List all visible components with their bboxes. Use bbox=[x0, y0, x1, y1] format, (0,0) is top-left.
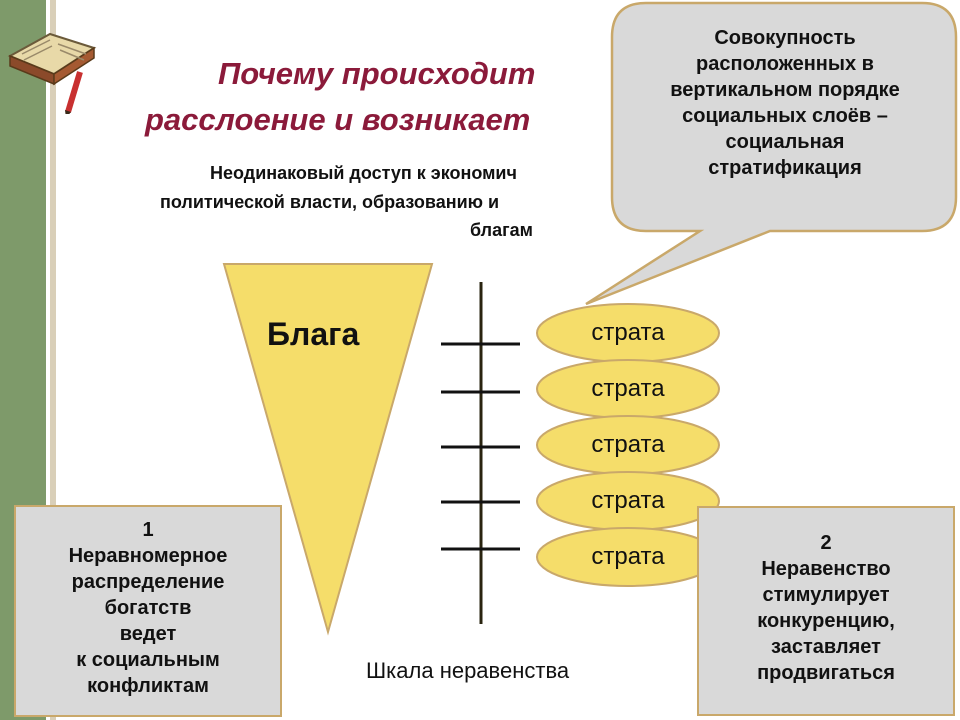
callout-bubble bbox=[585, 1, 958, 306]
box-line: конфликтам bbox=[87, 675, 209, 697]
callout-line: Совокупность bbox=[714, 27, 856, 49]
strata-label: страта bbox=[591, 375, 665, 402]
title-line-1: Почему происходит bbox=[218, 56, 536, 91]
subtitle-line-3: благам bbox=[470, 220, 533, 240]
strata-label: страта bbox=[591, 487, 665, 514]
title-line-2: расслоение и возникает bbox=[145, 102, 531, 137]
consequence-box-1: 1 Неравномерное распределение богатств в… bbox=[14, 505, 282, 717]
callout-line: расположенных в bbox=[696, 53, 874, 75]
book-icon bbox=[7, 32, 97, 114]
box-line: к социальным bbox=[76, 649, 220, 671]
subtitle-line-2: политической власти, образованию и bbox=[160, 192, 500, 212]
box-line: распределение bbox=[71, 571, 225, 593]
box-line: продвигаться bbox=[757, 662, 895, 684]
callout-line: социальная bbox=[725, 131, 845, 153]
box-number: 2 bbox=[820, 532, 832, 554]
callout-line: социальных слоёв – bbox=[682, 105, 888, 127]
box-line: ведет bbox=[119, 623, 177, 645]
strata-label: страта bbox=[591, 319, 665, 346]
callout-text: Совокупность расположенных в вертикально… bbox=[610, 25, 960, 181]
callout-line: стратификация bbox=[708, 157, 862, 179]
consequence-box-2: 2 Неравенство стимулирует конкуренцию, з… bbox=[697, 506, 955, 716]
left-decor-stripe bbox=[50, 0, 56, 720]
box-line: стимулирует bbox=[762, 584, 890, 606]
strata-label: страта bbox=[591, 431, 665, 458]
box-line: Неравномерное bbox=[68, 545, 228, 567]
box-line: богатств bbox=[104, 597, 192, 619]
box-line: конкуренцию, bbox=[757, 610, 895, 632]
inequality-scale-label: Шкала неравенства bbox=[366, 658, 570, 683]
subtitle-line-1: Неодинаковый доступ к экономич bbox=[210, 163, 517, 183]
box-number: 1 bbox=[142, 519, 154, 541]
box-line: Неравенство bbox=[761, 558, 891, 580]
benefits-label: Блага bbox=[267, 316, 360, 352]
callout-line: вертикальном порядке bbox=[670, 79, 900, 101]
benefits-triangle bbox=[222, 263, 434, 636]
strata-label: страта bbox=[591, 543, 665, 570]
box-line: заставляет bbox=[771, 636, 881, 658]
